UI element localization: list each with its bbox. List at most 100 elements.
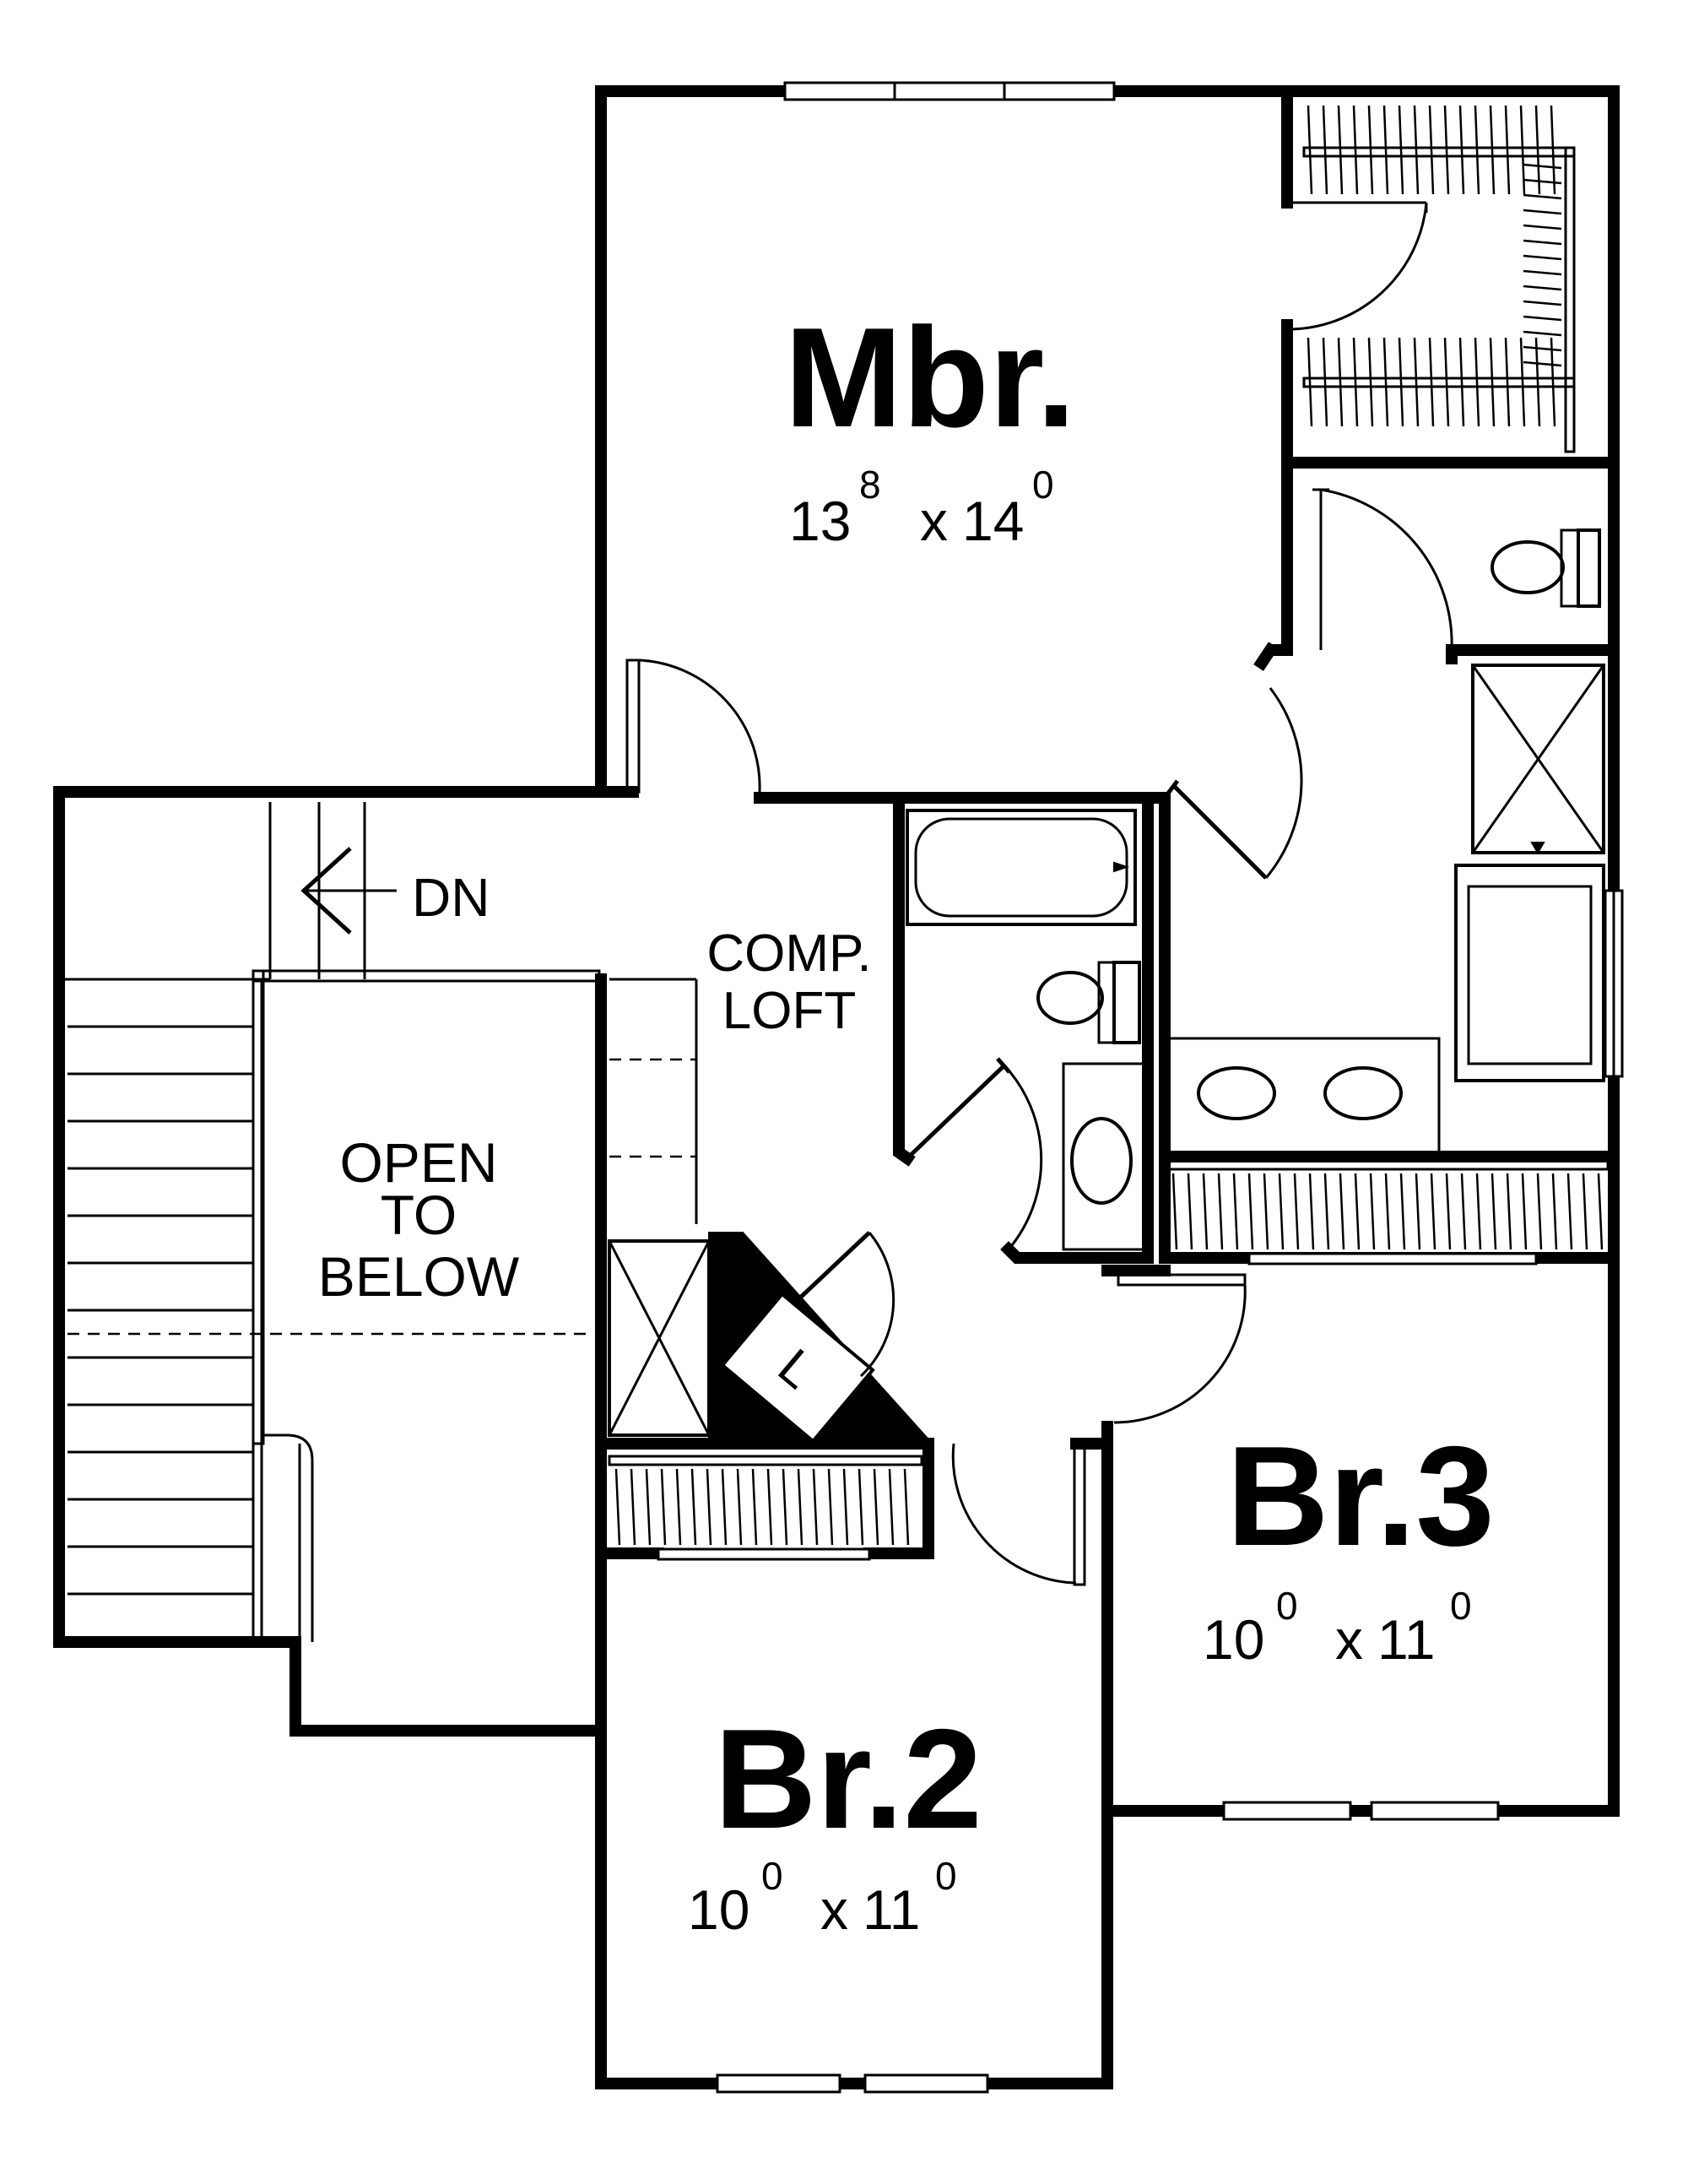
closet-rod-mark: [1597, 1173, 1604, 1250]
closet-rod-mark: [645, 1468, 652, 1546]
closet-rod-mark: [1491, 1173, 1497, 1250]
hall-bathtub-icon: [906, 809, 1137, 926]
closet-rod-mark: [782, 1468, 788, 1546]
closet-rod-mark: [1445, 1173, 1452, 1250]
closet-rod-mark: [1523, 330, 1562, 337]
closet-rod-mark: [1367, 105, 1374, 195]
closet-rod-mark: [1382, 105, 1389, 195]
closet-rod-mark: [1398, 337, 1404, 427]
sink-icon-left: [1197, 1066, 1276, 1120]
svg-text:8: 8: [859, 463, 881, 507]
svg-text:11: 11: [863, 1878, 921, 1941]
bedroom2-dimensions: 10 0 x 11 0: [688, 1854, 957, 1941]
closet-rod-mark: [630, 1468, 636, 1546]
toilet-icon: [1491, 540, 1565, 594]
closet-rod-mark: [827, 1468, 834, 1546]
master-bedroom-dimensions: 13 8 x 14 0: [789, 463, 1054, 552]
stair: [59, 802, 698, 1643]
closet-rod-mark: [1247, 1173, 1254, 1250]
closet-rod-mark: [1367, 337, 1374, 427]
closet-rod-mark: [1339, 1173, 1345, 1250]
closet-rod-mark: [1323, 1173, 1330, 1250]
closet-rod-mark: [1443, 105, 1450, 195]
closet-rod-mark: [1523, 239, 1562, 246]
closet-rod-mark: [1458, 337, 1465, 427]
closet-rod-mark: [1523, 360, 1562, 367]
closet-rod-mark: [1398, 105, 1404, 195]
sink-icon-right: [1323, 1066, 1403, 1120]
closet-rod-mark: [1519, 337, 1526, 427]
closet-rod-mark: [1521, 1173, 1528, 1250]
closet-rod-mark: [706, 1468, 712, 1546]
svg-text:14: 14: [962, 490, 1024, 552]
svg-text:10: 10: [688, 1878, 749, 1941]
closet-rod-mark: [1415, 1173, 1421, 1250]
svg-text:0: 0: [1032, 463, 1054, 507]
closet-rod-mark: [1474, 337, 1480, 427]
svg-text:0: 0: [761, 1854, 783, 1898]
closet-rod-mark: [1504, 105, 1511, 195]
closet-rod-mark: [1187, 1173, 1193, 1250]
linen-core: L: [608, 1231, 931, 1444]
bathtub-icon: [1454, 864, 1605, 1082]
closet-rod-mark: [1263, 1173, 1269, 1250]
svg-text:x: x: [1335, 1608, 1363, 1671]
closet-rod-mark: [1523, 254, 1562, 261]
closet-rod-mark: [1352, 337, 1359, 427]
closet-rod-mark: [1217, 1173, 1224, 1250]
closet-rod-mark: [1474, 105, 1480, 195]
closet-rod-mark: [873, 1468, 879, 1546]
closet-rod-mark: [1443, 337, 1450, 427]
svg-text:x: x: [820, 1878, 848, 1941]
hall-sink-icon: [1070, 1117, 1133, 1205]
closet-rod-mark: [1534, 105, 1541, 195]
closet-rod-mark: [1428, 105, 1435, 195]
closet-rod-mark: [721, 1468, 728, 1546]
closet-rod-mark: [1202, 1173, 1209, 1250]
open-to-below-line1: OPEN: [339, 1131, 497, 1194]
svg-text:11: 11: [1377, 1608, 1436, 1671]
closet-rod-mark: [1523, 345, 1562, 352]
closet-rod-mark: [614, 1468, 621, 1546]
open-to-below-line3: BELOW: [318, 1245, 520, 1308]
closet-rod-mark: [1523, 209, 1562, 215]
closet-rod-mark: [1384, 1173, 1391, 1250]
closet-rod-mark: [1232, 1173, 1239, 1250]
closet-rod-mark: [1523, 285, 1562, 291]
exterior-windows: [716, 81, 1624, 2094]
svg-text:0: 0: [1276, 1584, 1298, 1628]
closet-rod-mark: [736, 1468, 743, 1546]
svg-text:13: 13: [789, 490, 851, 552]
closet-rod-mark: [1458, 105, 1465, 195]
closet-rod-mark: [1428, 337, 1435, 427]
closet-rod-mark: [1278, 1173, 1285, 1250]
closet-rod-mark: [1430, 1173, 1436, 1250]
closet-rod-mark: [1308, 1173, 1315, 1250]
closet-rod-mark: [1382, 337, 1389, 427]
svg-text:0: 0: [1450, 1584, 1472, 1628]
closet-rod-mark: [1475, 1173, 1482, 1250]
closet-rod-mark: [1352, 105, 1359, 195]
closet-rod-mark: [1551, 1173, 1558, 1250]
closet-rod-mark: [1566, 1173, 1573, 1250]
closet-rod-mark: [1523, 300, 1562, 306]
closet-rod-mark: [1523, 269, 1562, 276]
closet-rod-mark: [797, 1468, 803, 1546]
closet-rod-mark: [766, 1468, 773, 1546]
closet-rod-mark: [1171, 1173, 1178, 1250]
loft-label-line2: LOFT: [722, 982, 856, 1040]
closet-rod-mark: [660, 1468, 667, 1546]
loft-label-line1: COMP.: [706, 924, 871, 983]
closet-rod-mark: [1399, 1173, 1406, 1250]
closet-rod-mark: [1307, 105, 1313, 195]
room-labels: Mbr. 13 8 x 14 0 Br.3 10 0 x 11 0 Br.2 1…: [318, 298, 1495, 1941]
bedroom3-name: Br.3: [1226, 1417, 1495, 1575]
closet-rod-mark: [1582, 1173, 1588, 1250]
closet-rod-mark: [1523, 163, 1562, 170]
closet-rod-mark: [1369, 1173, 1376, 1250]
stair-down-label: DN: [412, 867, 490, 928]
closet-rod-mark: [1550, 337, 1556, 427]
closet-rod-mark: [903, 1468, 910, 1546]
master-entry-door: [625, 658, 761, 794]
